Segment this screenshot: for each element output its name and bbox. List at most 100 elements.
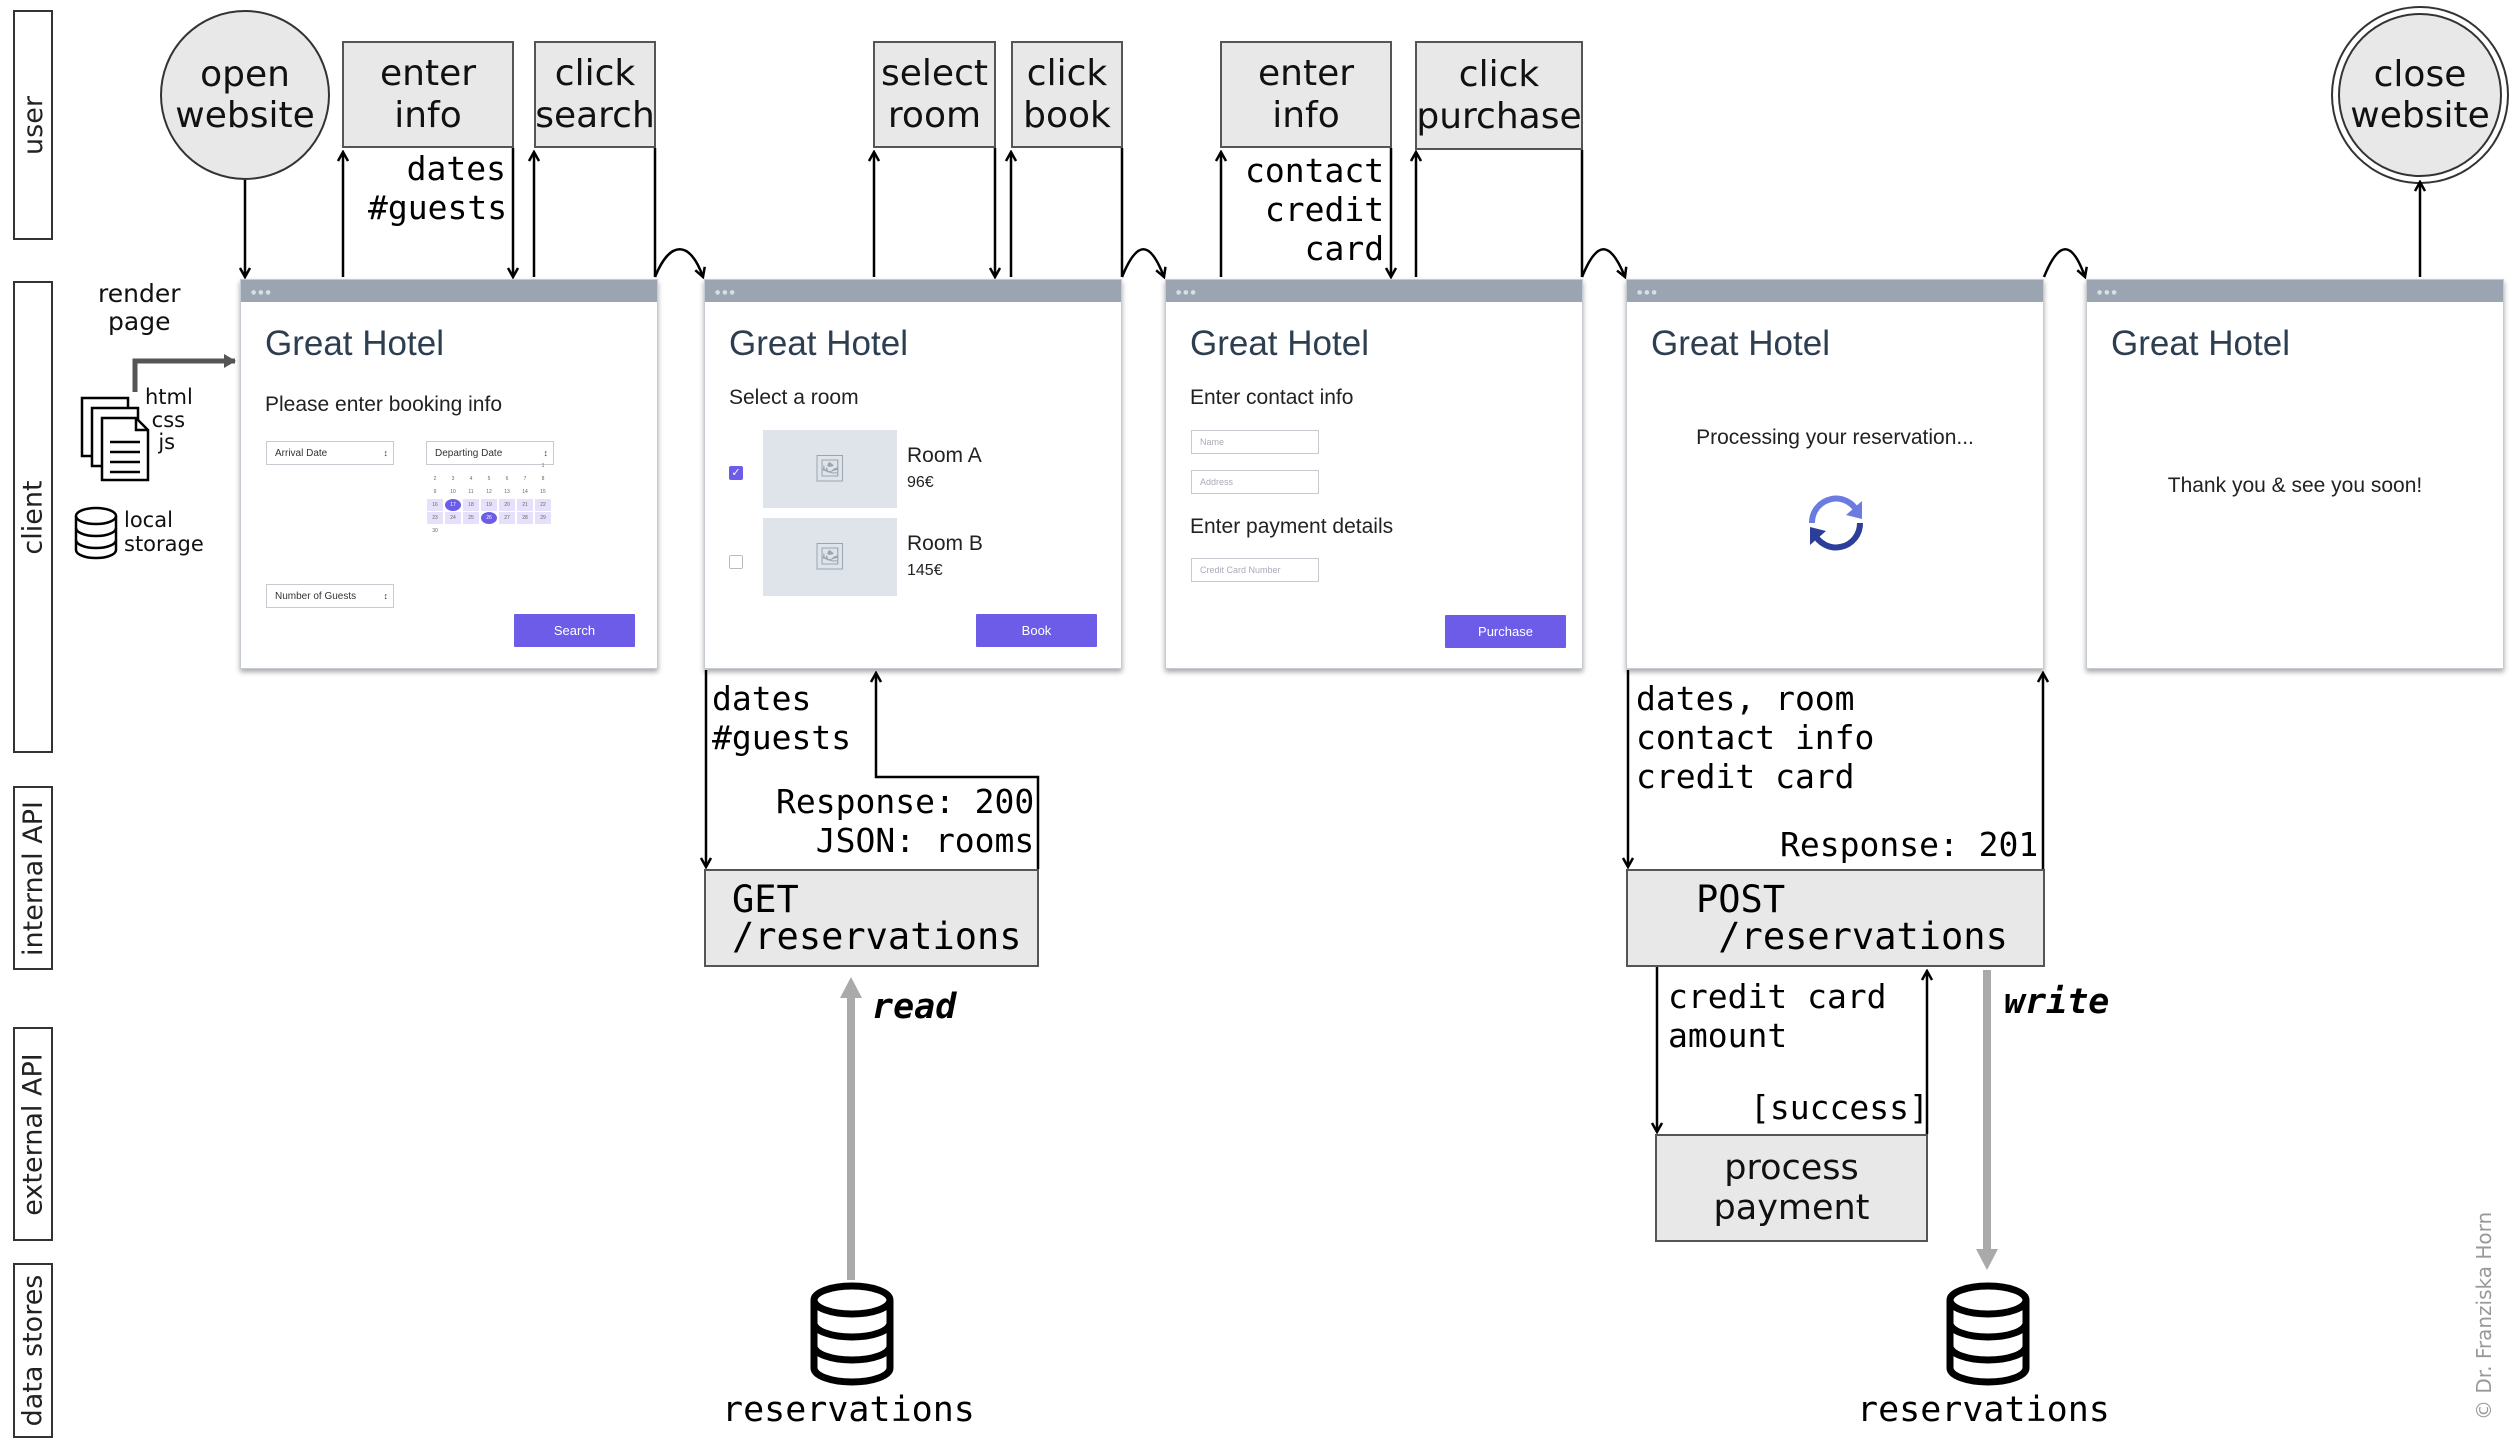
processing-window: ●●● Great Hotel Processing your reservat…	[1626, 279, 2044, 669]
contact-credit-card-label: contact credit card	[1245, 151, 1385, 268]
dates-guests-label-api: dates #guests	[712, 679, 852, 757]
calendar-day[interactable]: 29	[535, 512, 551, 524]
calendar-day[interactable]: 11	[468, 489, 474, 495]
thank-you-message: Thank you & see you soon!	[2167, 474, 2423, 497]
purchase-window: ●●● Great Hotel Enter contact info Name …	[1165, 279, 1583, 669]
process-payment-node: process payment	[1655, 1134, 1928, 1242]
calendar-day[interactable]: 17	[445, 499, 461, 511]
hop-w3-w4	[1580, 248, 1625, 277]
room-b-checkbox[interactable]	[729, 555, 743, 569]
calendar-day[interactable]: 21	[517, 499, 533, 511]
calendar-day[interactable]: 5	[487, 476, 491, 482]
room-subtitle: Select a room	[729, 386, 859, 409]
database-icon-write	[1946, 1282, 2030, 1386]
hop-w4-w5	[2042, 248, 2085, 277]
calendar-day[interactable]: 28	[517, 512, 533, 524]
booking-subtitle: Please enter booking info	[265, 393, 502, 416]
arrival-date-select[interactable]: Arrival Date	[266, 441, 394, 465]
files-label: html css js	[145, 385, 193, 455]
calendar-day[interactable]: 14	[522, 489, 528, 495]
contact-subtitle: Enter contact info	[1190, 386, 1354, 409]
window-title: Great Hotel	[1190, 324, 1369, 363]
read-label: read	[872, 987, 957, 1027]
calendar-day[interactable]: 18	[463, 499, 479, 511]
close-website-node: close website	[2338, 13, 2502, 177]
click-search-node: click search	[534, 41, 656, 148]
get-reservations-endpoint: GET /reservations	[704, 869, 1039, 967]
arrow-get-response	[876, 673, 1040, 869]
calendar-day[interactable]: 19	[481, 499, 497, 511]
address-input[interactable]: Address	[1191, 470, 1319, 494]
book-button[interactable]: Book	[976, 614, 1097, 647]
calendar-day[interactable]: 6	[505, 476, 509, 482]
calendar-day[interactable]: 4	[469, 476, 473, 482]
window-dots-icon: ●●●	[715, 289, 737, 296]
hop-w1-w2	[653, 248, 703, 277]
local-storage-label: local storage	[124, 508, 204, 557]
calendar-day[interactable]: 16	[427, 499, 443, 511]
window-titlebar: ●●●	[1627, 280, 2043, 302]
open-website-node: open website	[160, 10, 330, 180]
calendar-day[interactable]: 1	[541, 463, 545, 469]
files-icon	[80, 396, 150, 482]
booking-window: ●●● Great Hotel Please enter booking inf…	[240, 279, 658, 669]
calendar-day[interactable]: 30	[432, 528, 438, 534]
credit-card-amount-label: credit card amount	[1668, 977, 1887, 1055]
room-b-price: 145€	[907, 562, 943, 579]
window-title: Great Hotel	[1651, 324, 1830, 363]
room-b-name: Room B	[907, 532, 983, 555]
calendar-day[interactable]: 26	[481, 512, 497, 524]
departing-date-select[interactable]: Departing Date	[426, 441, 554, 465]
window-dots-icon: ●●●	[251, 289, 273, 296]
click-purchase-node: click purchase	[1415, 41, 1583, 150]
calendar-day[interactable]: 27	[499, 512, 515, 524]
select-room-node: select room	[873, 41, 996, 148]
calendar-day[interactable]: 8	[541, 476, 545, 482]
calendar-day[interactable]: 22	[535, 499, 551, 511]
window-title: Great Hotel	[2111, 324, 2290, 363]
lane-client: client	[13, 281, 53, 753]
calendar-day[interactable]: 25	[463, 512, 479, 524]
hop-w2-w3	[1120, 248, 1164, 277]
database-icon-read	[810, 1282, 894, 1386]
window-dots-icon: ●●●	[1637, 289, 1659, 296]
room-b-image-icon: 🖼	[763, 518, 897, 596]
success-label: [success]	[1750, 1088, 1929, 1127]
room-select-window: ●●● Great Hotel Select a room ✓ 🖼 Room A…	[704, 279, 1122, 669]
calendar-day[interactable]: 13	[504, 489, 510, 495]
credit-card-input[interactable]: Credit Card Number	[1191, 558, 1319, 582]
calendar-day[interactable]: 10	[450, 489, 456, 495]
calendar-day[interactable]: 9	[433, 489, 437, 495]
lane-external-api: external API	[13, 1027, 53, 1241]
room-a-name: Room A	[907, 444, 982, 467]
calendar-day[interactable]: 20	[499, 499, 515, 511]
number-of-guests-select[interactable]: Number of Guests	[266, 584, 394, 608]
calendar-day[interactable]: 23	[427, 512, 443, 524]
calendar-day[interactable]: 24	[445, 512, 461, 524]
search-button[interactable]: Search	[514, 614, 635, 647]
lane-user: user	[13, 10, 53, 240]
payment-subtitle: Enter payment details	[1190, 515, 1394, 538]
enter-info-node-2: enter info	[1220, 41, 1392, 148]
purchase-button[interactable]: Purchase	[1445, 615, 1566, 648]
calendar-day[interactable]: 15	[540, 489, 546, 495]
lane-data-stores: data stores	[13, 1263, 53, 1438]
processing-message: Processing your reservation...	[1696, 426, 1974, 449]
calendar-day[interactable]: 12	[486, 489, 492, 495]
refresh-spinner-icon	[1808, 495, 1864, 551]
calendar-day[interactable]: 3	[451, 476, 455, 482]
calendar-day[interactable]: 7	[523, 476, 527, 482]
click-book-node: click book	[1011, 41, 1123, 148]
arrow-render-page	[132, 354, 236, 392]
calendar-day[interactable]: 2	[433, 476, 437, 482]
name-input[interactable]: Name	[1191, 430, 1319, 454]
room-a-checkbox[interactable]: ✓	[729, 466, 743, 480]
post-reservations-endpoint: POST /reservations	[1626, 869, 2045, 967]
window-dots-icon: ●●●	[2097, 289, 2119, 296]
reservations-store-label-read: reservations	[722, 1390, 975, 1430]
thank-you-window: ●●● Great Hotel Thank you & see you soon…	[2086, 279, 2504, 669]
response-201-label: Response: 201	[1780, 825, 2039, 864]
window-titlebar: ●●●	[705, 280, 1121, 302]
